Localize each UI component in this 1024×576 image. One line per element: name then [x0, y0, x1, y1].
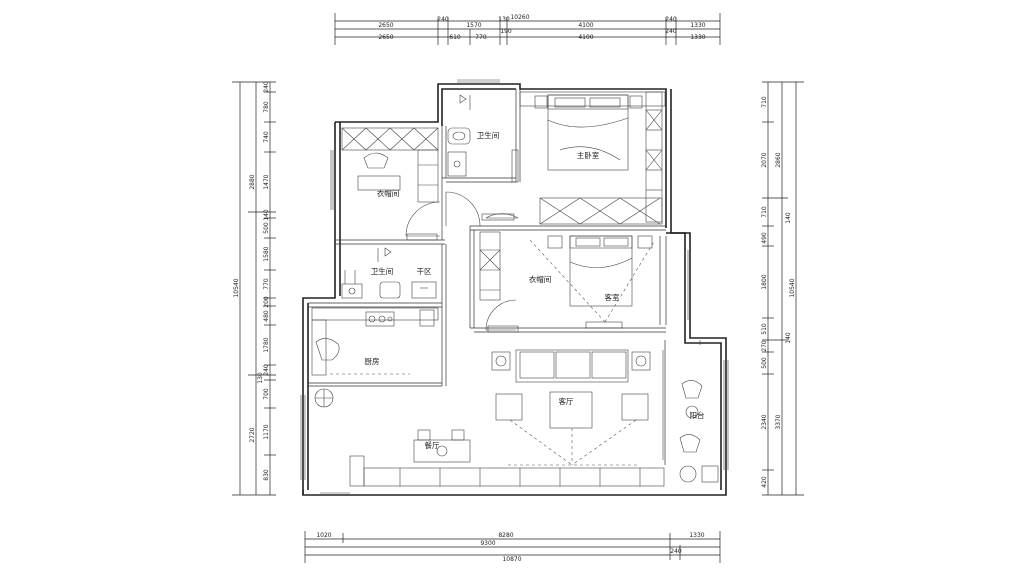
dim-left-1-15: 1170	[263, 424, 270, 439]
dim-right-1-9: 2340	[761, 414, 768, 429]
cloakroom-2-furniture	[479, 231, 501, 301]
dim-right-1-6: 510	[761, 323, 768, 335]
dim-left-total: 10540	[233, 278, 240, 297]
dim-left-1-5: 140	[263, 209, 270, 221]
dim-bottom-1-2: 8280	[498, 532, 513, 539]
dim-top-1-2: 240	[437, 16, 449, 23]
dim-right-1-7: 270	[761, 340, 768, 352]
dim-right-1-10: 420	[761, 476, 768, 488]
dim-left-2-2: 2720	[249, 427, 256, 442]
dim-left-1-3: 740	[263, 131, 270, 143]
dim-left-1-8: 770	[263, 278, 270, 290]
living-room-label: 客厅	[559, 396, 574, 406]
dim-right-total: 10540	[789, 278, 796, 297]
dim-top-2-3: 770	[475, 34, 487, 41]
dim-right-small-1: 140	[785, 212, 792, 224]
bath-2-fixtures	[341, 247, 437, 299]
cloakroom-1-furniture	[341, 127, 439, 203]
dim-bottom-1-3: 1330	[689, 532, 704, 539]
dim-left-2-1: 2880	[249, 174, 256, 189]
master-bedroom-label: 主卧室	[577, 150, 600, 160]
dim-bottom-2-2: 240	[670, 548, 682, 555]
dim-left-1-2: 780	[263, 101, 270, 113]
dim-top-2-6: 240	[665, 28, 677, 35]
interior-walls	[308, 89, 667, 465]
dim-top-2-4: 190	[500, 28, 512, 35]
dining-room-furniture	[349, 429, 665, 487]
dim-right-2-2: 3370	[775, 414, 782, 429]
dim-top-2-7: 1330	[690, 34, 705, 41]
top-dimension-lines	[334, 13, 721, 45]
dim-top-1-6: 240	[665, 16, 677, 23]
right-dimension-lines	[762, 81, 804, 496]
dim-left-1-1: 240	[263, 81, 270, 93]
dim-left-1-16: 830	[263, 469, 270, 481]
dim-right-1-4: 490	[761, 232, 768, 244]
doors	[405, 149, 519, 333]
guest-room-furniture	[529, 235, 656, 329]
dim-bottom-total: 10870	[502, 556, 521, 563]
master-bath-label: 卫生间	[477, 130, 500, 140]
bath-2-label: 卫生间	[371, 266, 394, 276]
bottom-dimension-lines	[304, 531, 721, 563]
cloakroom-2-label: 衣帽间	[529, 274, 552, 284]
dim-right-1-5: 1800	[761, 274, 768, 289]
dim-right-1-1: 710	[761, 96, 768, 108]
balcony-furniture	[679, 380, 719, 483]
dim-left-1-6: 500	[263, 222, 270, 234]
dim-left-1-10: 480	[263, 310, 270, 322]
dim-left-1-12: 240	[263, 364, 270, 376]
dim-top-1-4: 130	[498, 16, 510, 23]
cloakroom-1-label: 衣帽间	[377, 188, 400, 198]
dim-top-2-2: 610	[449, 34, 461, 41]
dim-bottom-1-1: 1020	[316, 532, 331, 539]
kitchen-fixtures	[311, 307, 439, 408]
dim-left-1-9: 200	[263, 296, 270, 308]
kitchen-label: 厨房	[365, 356, 380, 366]
dim-right-2-1: 2860	[775, 152, 782, 167]
master-bedroom-furniture	[519, 91, 666, 225]
dim-right-small-2: 140	[785, 332, 792, 344]
guest-room-label: 客室	[605, 292, 620, 302]
dining-room-label: 餐厅	[425, 441, 440, 450]
living-room-furniture	[491, 349, 651, 466]
dim-right-1-2: 2070	[761, 152, 768, 167]
dim-right-1-8: 500	[761, 357, 768, 369]
dim-left-1-7: 1580	[263, 246, 270, 261]
dim-top-total: 10260	[510, 14, 529, 21]
dim-left-1-4: 1470	[263, 174, 270, 189]
dim-top-2-5: 4100	[578, 34, 593, 41]
dim-left-1-13: 130	[257, 372, 264, 384]
dim-top-1-3: 1570	[466, 22, 481, 29]
dim-bottom-2-1: 9300	[480, 540, 495, 547]
left-dimension-lines	[232, 81, 276, 496]
dim-top-1-5: 4100	[578, 22, 593, 29]
dim-left-1-11: 1780	[263, 337, 270, 352]
dim-top-1-1: 2650	[378, 22, 393, 29]
master-bath-fixtures	[447, 94, 471, 177]
dim-top-1-7: 1330	[690, 22, 705, 29]
dim-left-1-14: 700	[263, 388, 270, 400]
dim-right-1-3: 710	[761, 206, 768, 218]
dim-top-2-1: 2650	[378, 34, 393, 41]
laundry-label: 干区	[417, 267, 432, 276]
windows	[300, 79, 729, 494]
exterior-walls	[302, 83, 727, 496]
balcony-label: 阳台	[690, 410, 705, 420]
